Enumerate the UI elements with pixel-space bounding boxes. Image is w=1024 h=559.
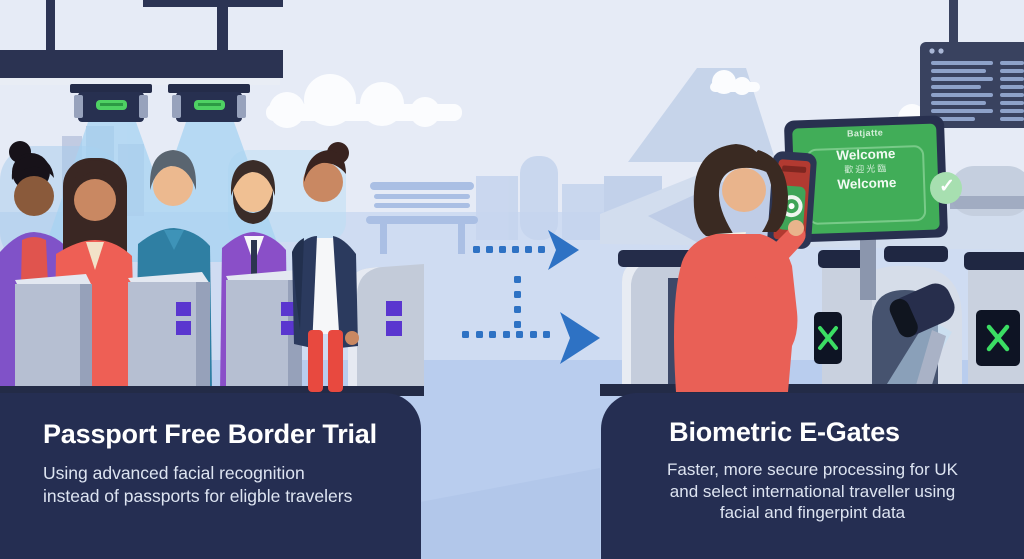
left-panel-title: Passport Free Border Trial xyxy=(43,419,377,449)
face-scanner-icon xyxy=(168,84,250,122)
right-panel-title: Biometric E-Gates xyxy=(669,417,900,447)
gate-kiosk xyxy=(128,272,210,396)
hand xyxy=(788,220,804,236)
gate-arrows-icon xyxy=(986,324,1010,352)
bench xyxy=(366,182,478,254)
face-scanner-icon xyxy=(70,84,152,122)
traveller-at-egate xyxy=(674,144,806,392)
checkmark-icon: ✓ xyxy=(939,176,955,197)
right-panel-subtitle: Faster, more secure processing for UK an… xyxy=(666,460,958,522)
arrow-bottom xyxy=(462,312,600,364)
right-caption-panel: Biometric E-Gates Faster, more secure pr… xyxy=(601,393,1024,559)
departures-board xyxy=(920,0,1024,128)
welcome-screen xyxy=(792,123,940,235)
arrowhead-icon xyxy=(548,230,579,270)
traveller-walking xyxy=(292,142,359,392)
gate-kiosk xyxy=(348,264,424,396)
face-scanner-units xyxy=(70,84,250,122)
success-check-circle xyxy=(930,172,962,204)
arrow-connector xyxy=(514,276,521,328)
airplane-engine xyxy=(950,166,1024,216)
gate-camera-icon xyxy=(889,283,955,338)
left-panel-subtitle: Using advanced facial recognition instea… xyxy=(43,463,353,506)
gate-kiosk xyxy=(226,270,302,396)
left-caption-panel: Passport Free Border Trial Using advance… xyxy=(0,393,421,559)
gate-kiosk xyxy=(15,274,92,396)
welcome-monitor xyxy=(784,115,962,300)
welcome-screen-text: Batjatte Welcome 歡迎光臨 Welcome xyxy=(793,126,939,194)
flow-arrows xyxy=(462,230,600,364)
gate-arrows-icon xyxy=(818,326,838,350)
egate-pillar xyxy=(964,252,1024,392)
arrow-top xyxy=(473,230,579,270)
egate-arch xyxy=(848,246,962,392)
arrowhead-icon xyxy=(560,312,600,364)
entry-gates xyxy=(0,264,424,396)
ceiling-structure xyxy=(0,0,283,85)
